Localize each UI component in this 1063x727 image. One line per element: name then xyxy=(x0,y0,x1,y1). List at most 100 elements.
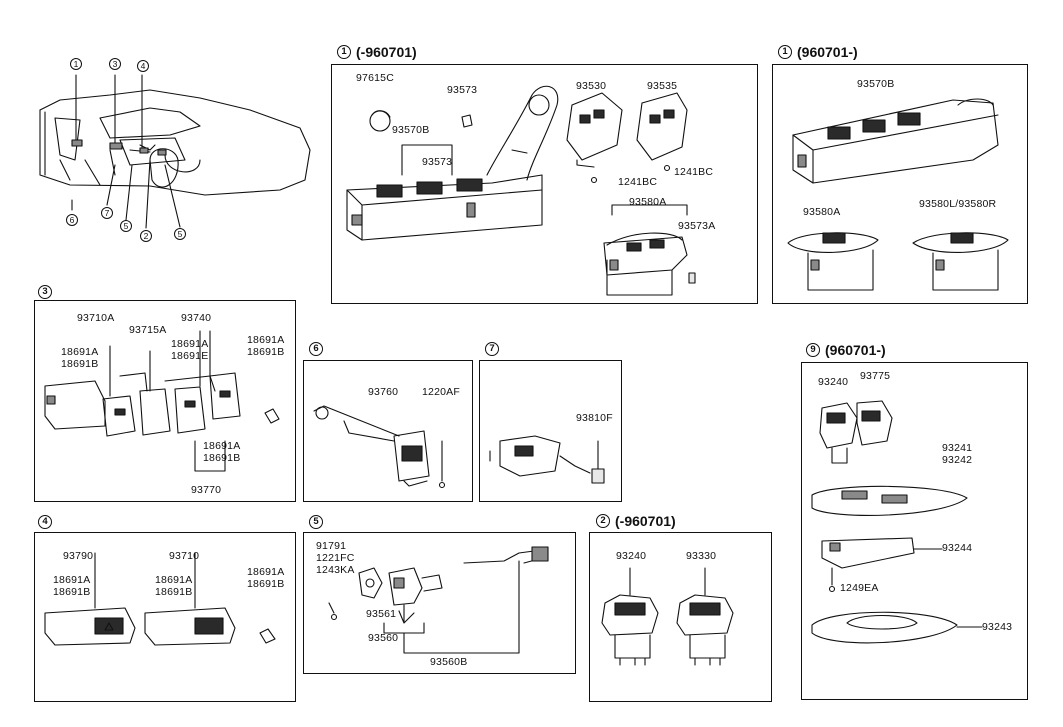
part-number-label: 18691A xyxy=(203,440,241,452)
part-number-label: 1221FC xyxy=(316,552,355,564)
part-number-label: 93242 xyxy=(942,454,973,466)
section-number-badge: 4 xyxy=(38,515,52,529)
part-number-label: 93573 xyxy=(447,84,478,96)
master-window-switch-illustration xyxy=(346,85,696,296)
trunk-switch-illustration xyxy=(489,435,605,484)
part-number-label: 97615C xyxy=(356,72,394,84)
section-number-badge: 5 xyxy=(309,515,323,529)
part-number-label: 93715A xyxy=(129,324,167,336)
section-3-header: 3 xyxy=(38,285,57,299)
part-number-label: 93561 xyxy=(366,608,397,620)
part-number-label: 93560B xyxy=(430,656,468,668)
section-6-header: 6 xyxy=(309,342,328,356)
part-number-label: 18691A xyxy=(53,574,91,586)
section-1a-header: 1 (-960701) xyxy=(337,44,417,60)
section-number-badge: 1 xyxy=(778,45,792,59)
section-9-header: 9 (960701-) xyxy=(806,342,886,358)
part-number-label: 93775 xyxy=(860,370,891,382)
callout-marker: 5 xyxy=(174,228,186,240)
part-number-label: 93560 xyxy=(368,632,399,644)
callout-marker: 4 xyxy=(137,60,149,72)
section-5-header: 5 xyxy=(309,515,328,529)
part-number-label: 93241 xyxy=(942,442,973,454)
mirror-switch-old-illustration xyxy=(601,567,734,666)
section-number-badge: 7 xyxy=(485,342,499,356)
panel-section-6: 93760 1220AF xyxy=(303,360,473,502)
part-number-label: 93740 xyxy=(181,312,212,324)
part-number-label: 93573 xyxy=(422,156,453,168)
part-number-label: 18691A xyxy=(171,338,209,350)
callout-marker: 1 xyxy=(70,58,82,70)
callout-marker: 7 xyxy=(101,207,113,219)
part-number-label: 18691B xyxy=(247,578,285,590)
part-number-label: 1220AF xyxy=(422,386,460,398)
panel-section-1b: 93570B 93580A 93580L/93580R xyxy=(772,64,1028,304)
part-number-label: 93710 xyxy=(169,550,200,562)
part-number-label: 93240 xyxy=(818,376,849,388)
mirror-switch-illustration xyxy=(811,400,983,644)
panel-section-7: 93810F xyxy=(479,360,622,502)
part-number-label: 91791 xyxy=(316,540,347,552)
callout-marker: 6 xyxy=(66,214,78,226)
part-number-label: 93243 xyxy=(982,621,1013,633)
section-label: (-960701) xyxy=(615,513,676,529)
part-number-label: 18691A xyxy=(61,346,99,358)
section-label: (960701-) xyxy=(797,44,858,60)
section-label: (960701-) xyxy=(825,342,886,358)
part-number-label: 18691A xyxy=(247,334,285,346)
part-number-label: 93580A xyxy=(803,206,841,218)
part-number-label: 18691B xyxy=(203,452,241,464)
part-number-label: 93570B xyxy=(857,78,895,90)
hazard-switch-illustration xyxy=(44,552,276,646)
panel-section-9: 93240 93775 93241 93242 93244 1249EA 932… xyxy=(801,362,1028,700)
part-number-label: 93710A xyxy=(77,312,115,324)
part-number-label: 93330 xyxy=(686,550,717,562)
part-number-label: 18691E xyxy=(171,350,209,362)
section-1b-header: 1 (960701-) xyxy=(778,44,858,60)
section-4-header: 4 xyxy=(38,515,57,529)
part-number-label: 93570B xyxy=(392,124,430,136)
part-number-label: 1241BC xyxy=(674,166,714,178)
part-number-label: 93580L/93580R xyxy=(919,198,997,210)
part-number-label: 18691B xyxy=(53,586,91,598)
section-number-badge: 9 xyxy=(806,343,820,357)
part-number-label: 18691A xyxy=(155,574,193,586)
panel-section-5: 91791 1221FC 1243KA 93561 93560 93560B xyxy=(303,532,576,674)
section-number-badge: 3 xyxy=(38,285,52,299)
part-number-label: 93810F xyxy=(576,412,613,424)
part-number-label: 93573A xyxy=(678,220,716,232)
part-number-label: 1249EA xyxy=(840,582,879,594)
section-number-badge: 2 xyxy=(596,514,610,528)
part-number-label: 18691A xyxy=(247,566,285,578)
section-number-badge: 1 xyxy=(337,45,351,59)
section-2-header: 2 (-960701) xyxy=(596,513,676,529)
part-number-label: 93790 xyxy=(63,550,94,562)
panel-section-1a: 97615C 93573 93530 93535 93570B 93573 12… xyxy=(331,64,758,304)
part-number-label: 1241BC xyxy=(618,176,658,188)
section-label: (-960701) xyxy=(356,44,417,60)
callout-marker: 5 xyxy=(120,220,132,232)
section-7-header: 7 xyxy=(485,342,504,356)
section-number-badge: 6 xyxy=(309,342,323,356)
part-number-label: 93770 xyxy=(191,484,222,496)
part-number-label: 18691B xyxy=(247,346,285,358)
callout-marker: 3 xyxy=(109,58,121,70)
switch-assembly-illustration xyxy=(313,405,446,489)
part-number-label: 18691B xyxy=(61,358,99,370)
part-number-label: 93580A xyxy=(629,196,667,208)
part-number-label: 1243KA xyxy=(316,564,355,576)
part-number-label: 93760 xyxy=(368,386,399,398)
panel-section-2: 93240 93330 xyxy=(589,532,772,702)
part-number-label: 93535 xyxy=(647,80,678,92)
ignition-key-illustration xyxy=(328,546,549,654)
master-window-switch-new-illustration xyxy=(787,98,1009,291)
panel-section-4: 93790 18691A 18691B 93710 18691A 18691B … xyxy=(34,532,296,702)
car-outline-illustration xyxy=(39,74,311,229)
part-number-label: 93244 xyxy=(942,542,973,554)
part-number-label: 93530 xyxy=(576,80,607,92)
part-number-label: 18691B xyxy=(155,586,193,598)
callout-marker: 2 xyxy=(140,230,152,242)
panel-section-3: 93710A 18691A 18691B 93715A 93740 18691A… xyxy=(34,300,296,502)
dash-switch-group-illustration xyxy=(44,330,280,472)
part-number-label: 93240 xyxy=(616,550,647,562)
